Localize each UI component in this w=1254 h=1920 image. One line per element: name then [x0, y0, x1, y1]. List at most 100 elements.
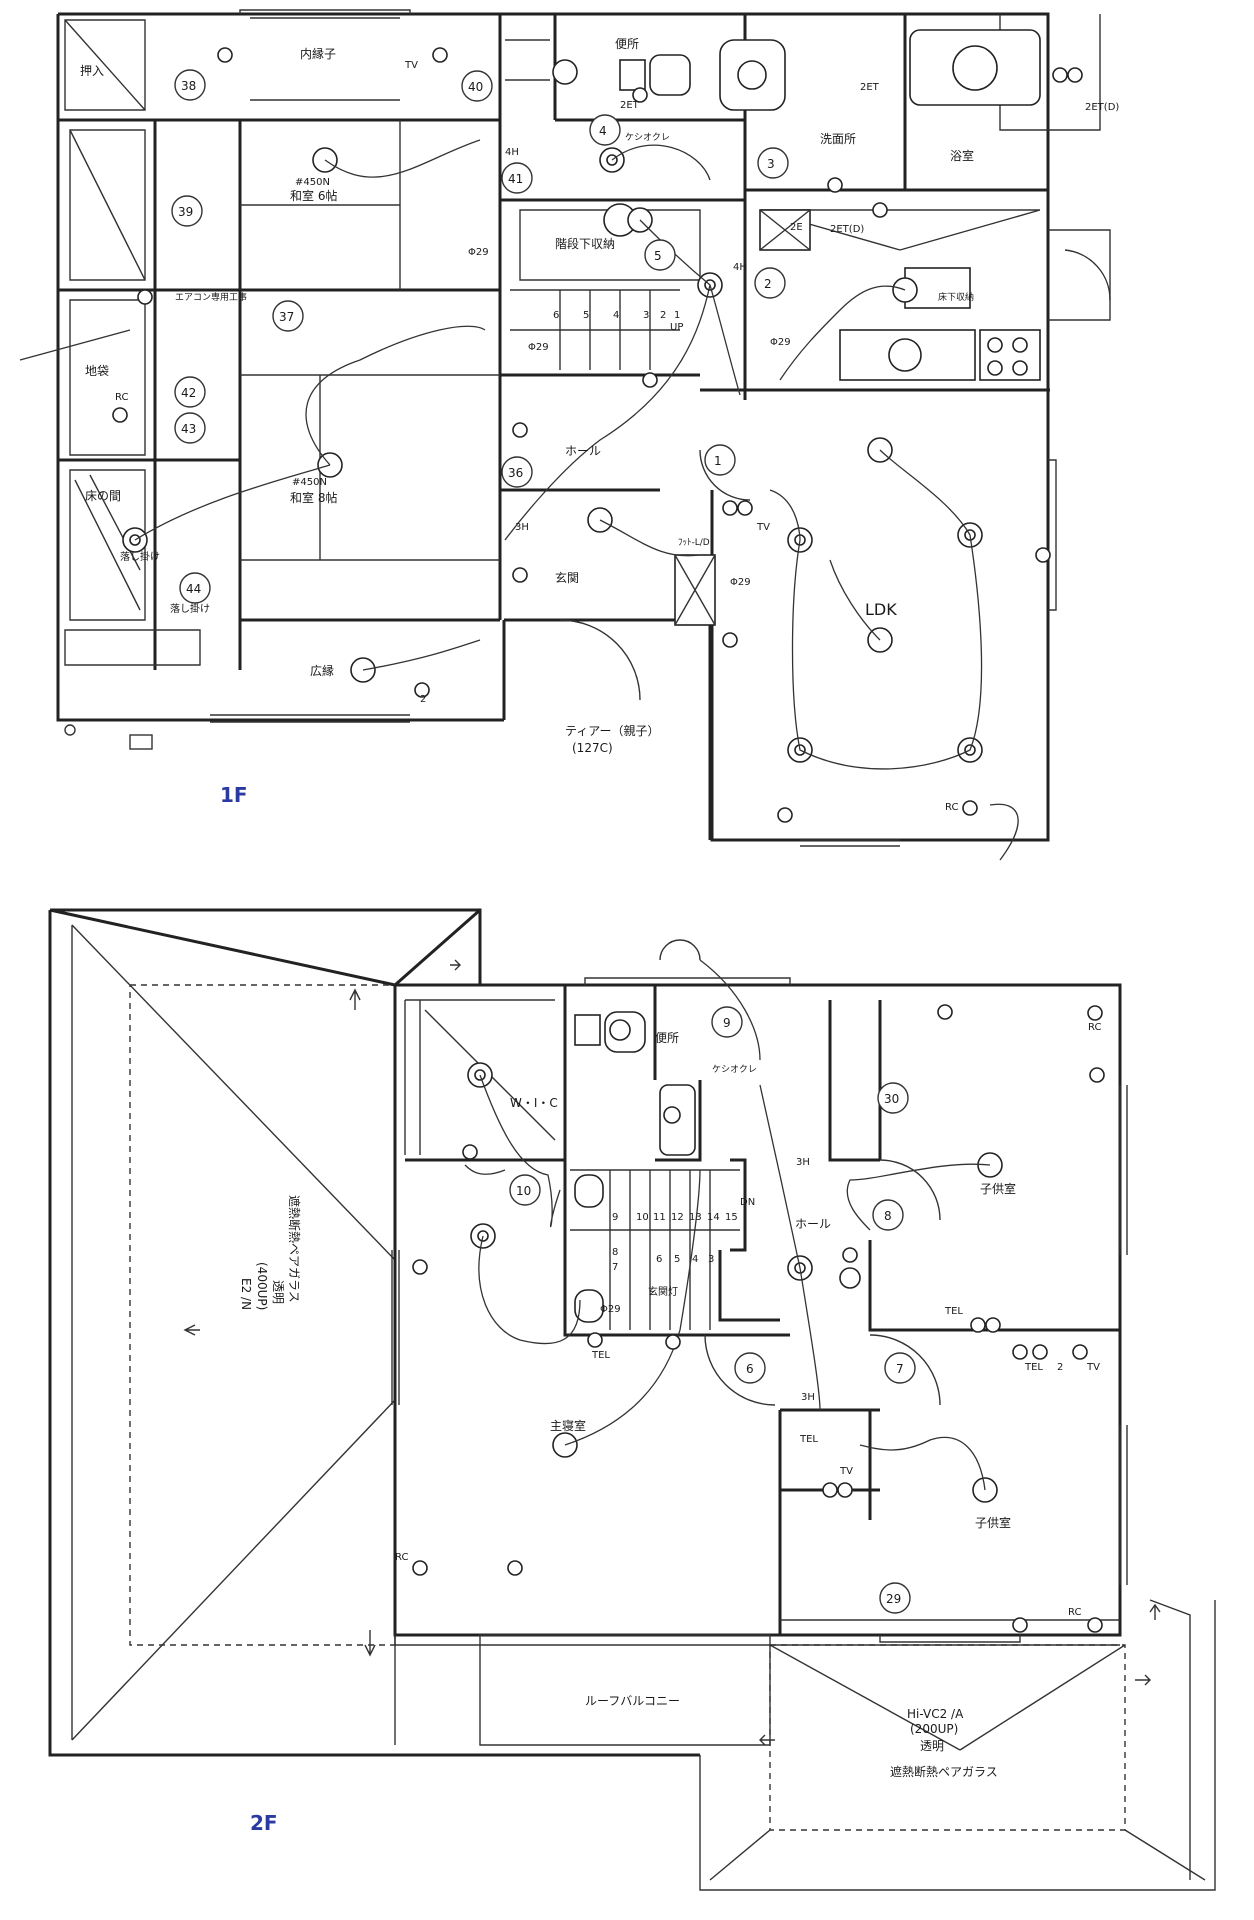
- circuit-label: 36: [508, 466, 523, 480]
- circuit-label: 6: [746, 1362, 754, 1376]
- circuit-label: 29: [886, 1592, 901, 1606]
- outlet-e: 2E: [790, 222, 803, 233]
- window-note: (200UP): [910, 1722, 958, 1736]
- room-yukashita: 床下収納: [938, 291, 974, 303]
- stair-step: 2: [660, 310, 666, 321]
- circuit-markers-2f: [509, 1006, 916, 1614]
- room-hall: ホール: [565, 444, 601, 458]
- otoshigake: 落し掛け: [170, 602, 210, 615]
- pipe-size: Φ29: [600, 1304, 621, 1315]
- room-roof-balcony: ルーフバルコニー: [585, 1694, 680, 1708]
- room-genkan: 玄関: [555, 570, 579, 585]
- outlet-symbols-1f: [112, 47, 1083, 823]
- outlet-tv: TV: [404, 60, 418, 71]
- outlet-tel: TEL: [799, 1434, 818, 1445]
- floor-1-label: 1F: [220, 783, 248, 807]
- stair-step: 5: [674, 1254, 680, 1265]
- floor-2-label: 2F: [250, 1811, 278, 1835]
- window-note: Hi-VC2 /A: [907, 1707, 964, 1721]
- pipe-size: Φ29: [770, 337, 791, 348]
- floor-2-labels: 6 7 8 9 10 29 30 遮熱断熱ペアガラス 透明 (400UP) E2…: [239, 1016, 1101, 1779]
- circuit-label: 9: [723, 1016, 731, 1030]
- aircon-note: エアコン専用工事: [175, 291, 247, 303]
- circuit-label: 40: [468, 80, 483, 94]
- stair-step: 8: [612, 1247, 618, 1258]
- stair-dn: DN: [740, 1197, 755, 1208]
- outlet-tv: TV: [1086, 1362, 1100, 1373]
- tatami-note: #450N: [295, 177, 330, 188]
- stair-step: 6: [553, 310, 559, 321]
- pipe-size: Φ29: [730, 577, 751, 588]
- window-note: 遮熱断熱ペアガラス: [890, 1764, 998, 1779]
- outlet-et: 2ET: [620, 100, 640, 111]
- outlet-tv: TV: [839, 1466, 853, 1477]
- svg-text:E2 /N: E2 /N: [239, 1278, 253, 1310]
- pipe-size: Φ29: [468, 247, 489, 258]
- room-uchiengawa: 内縁子: [300, 46, 336, 61]
- circuit-markers-1f: [171, 69, 789, 604]
- room-oshiire: 押入: [80, 64, 104, 78]
- circuit-label: 1: [714, 454, 722, 468]
- circuit-label: 2: [764, 277, 772, 291]
- vent-note: ケシオクレ: [625, 132, 670, 143]
- circuit-label: 37: [279, 310, 294, 324]
- stair-step: 4: [613, 310, 619, 321]
- room-senmenjo: 洗面所: [820, 132, 856, 146]
- room-kodomo-1: 子供室: [980, 1181, 1016, 1196]
- room-ldk: LDK: [865, 600, 897, 619]
- svg-text:遮熱断熱ペアガラス: 遮熱断熱ペアガラス: [287, 1195, 302, 1303]
- outlet-et: 2ET: [860, 82, 880, 93]
- pipe-size: Φ29: [528, 342, 549, 353]
- room-jibukuro: 地袋: [85, 364, 109, 378]
- outlet-symbols-2f: [412, 1004, 1105, 1633]
- outlet-tel: TEL: [1024, 1362, 1043, 1373]
- outlet-et: 2ET(D): [1085, 102, 1119, 113]
- stair-step: 13: [689, 1212, 702, 1223]
- stair-step: 6: [656, 1254, 662, 1265]
- room-stair-storage: 階段下収納: [555, 236, 615, 251]
- circuit-label: 42: [181, 386, 196, 400]
- room-tokonoma: 床の間: [85, 489, 121, 503]
- stair-step: 3: [643, 310, 649, 321]
- svg-text:透明: 透明: [271, 1280, 285, 1304]
- outlet-h: 4H: [505, 147, 519, 158]
- outlet-h: 3H: [515, 522, 529, 533]
- stair-step: 12: [671, 1212, 684, 1223]
- room-toilet: 便所: [615, 37, 639, 51]
- circuit-label: 30: [884, 1092, 899, 1106]
- circuit-label: 41: [508, 172, 523, 186]
- stair-step: 3: [708, 1254, 714, 1265]
- door-note: ティアー（親子）: [565, 724, 660, 738]
- door-note: (127C): [572, 741, 613, 755]
- outlet-count: 2: [1057, 1362, 1063, 1373]
- room-toilet: 便所: [655, 1031, 679, 1045]
- stair-step: 1: [674, 310, 680, 321]
- outlet-h: 3H: [801, 1392, 815, 1403]
- stair-step: 7: [612, 1262, 618, 1273]
- circuit-label: 38: [181, 79, 196, 93]
- circuit-label: 8: [884, 1209, 892, 1223]
- circuit-label: 7: [896, 1362, 904, 1376]
- tatami-note: #450N: [292, 477, 327, 488]
- room-wic: W・I・C: [510, 1096, 558, 1110]
- shoe-storage: ﾌｯﾄ-L/D: [678, 538, 710, 548]
- floor-1-labels: 1 2 3 4 5 36 37 38 39 40 41 42 43 44 押入 …: [80, 37, 1119, 813]
- room-hall: ホール: [795, 1217, 831, 1231]
- room-yokushitsu: 浴室: [950, 148, 974, 163]
- otoshigake: 落し掛け: [120, 550, 160, 563]
- room-shuushin: 主寝室: [550, 1418, 586, 1433]
- circuit-label: 39: [178, 205, 193, 219]
- room-washitsu-6: 和室 6帖: [290, 188, 337, 203]
- circuit-label: 44: [186, 582, 201, 596]
- room-hiroen: 広縁: [310, 663, 334, 678]
- outlet-rc: RC: [1068, 1607, 1081, 1618]
- outlet-count: 2: [420, 694, 426, 705]
- stair-step: 14: [707, 1212, 720, 1223]
- stair-step: 15: [725, 1212, 738, 1223]
- stair-up: UP: [670, 322, 683, 333]
- outlet-rc: RC: [115, 392, 128, 403]
- window-note: 透明: [920, 1739, 944, 1753]
- circuit-label: 10: [516, 1184, 531, 1198]
- roof-note: 遮熱断熱ペアガラス 透明 (400UP) E2 /N: [239, 1195, 302, 1310]
